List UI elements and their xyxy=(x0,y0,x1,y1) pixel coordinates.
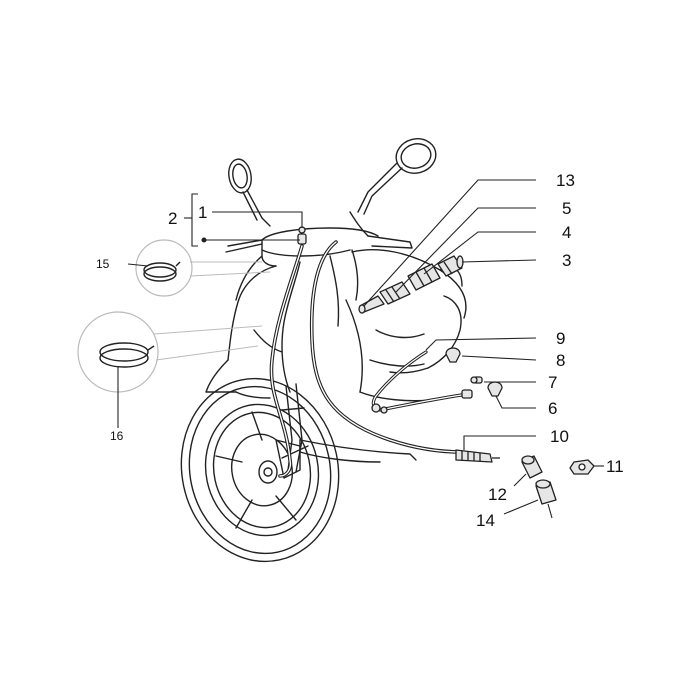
seat-rear-body xyxy=(351,249,467,374)
part-14-bushing xyxy=(535,479,557,505)
part-7-pin xyxy=(470,376,483,384)
callout-12: 12 xyxy=(488,485,507,504)
callout-7: 7 xyxy=(548,373,558,392)
callout-4: 4 xyxy=(562,223,572,242)
part-4-nut xyxy=(407,263,441,291)
callout-15: 15 xyxy=(96,257,110,271)
right-mirror xyxy=(357,138,437,215)
callout-11: 11 xyxy=(606,457,624,476)
part-1-cable-nipple xyxy=(297,226,307,245)
leader-3 xyxy=(461,259,537,263)
callout-1: 1 xyxy=(198,203,208,222)
leader-13 xyxy=(363,179,536,307)
leader-10 xyxy=(463,435,536,450)
leader-1 xyxy=(212,211,303,228)
leader-8 xyxy=(461,355,537,361)
brake-cable xyxy=(269,244,304,478)
leader-6 xyxy=(495,395,536,409)
callout-6: 6 xyxy=(548,399,558,418)
part-5-adjuster xyxy=(379,281,411,305)
part-12-connector xyxy=(521,455,543,479)
callout-10: 10 xyxy=(550,427,569,446)
leader-4 xyxy=(423,231,536,275)
callout-14: 14 xyxy=(476,511,495,530)
callout-9: 9 xyxy=(556,329,566,348)
callout-2: 2 xyxy=(168,209,178,228)
extra-pointer xyxy=(547,503,553,519)
callout-16: 16 xyxy=(110,429,124,443)
part-8-clip xyxy=(445,347,461,363)
leader-9 xyxy=(425,337,537,351)
part-6-clip xyxy=(487,381,503,397)
inset-detail-15 xyxy=(135,239,271,297)
leader-14 xyxy=(503,499,539,515)
leader-lines xyxy=(117,179,604,519)
callout-5: 5 xyxy=(562,199,572,218)
scooter-illustration xyxy=(180,138,467,563)
left-mirror xyxy=(228,158,271,227)
front-wheel xyxy=(180,377,340,563)
part-11-nut xyxy=(569,459,595,475)
bracket-2 xyxy=(191,193,198,247)
parts xyxy=(297,226,595,505)
part-10-adjuster xyxy=(455,449,500,463)
cable-tie-small xyxy=(143,261,181,282)
leader-5 xyxy=(395,207,536,293)
leader-12 xyxy=(513,473,527,487)
callout-13: 13 xyxy=(556,171,575,190)
leader-15 xyxy=(127,263,149,267)
throttle-cable xyxy=(309,240,464,454)
handlebar xyxy=(225,211,413,267)
part-13-ferrule xyxy=(358,295,385,314)
callout-3: 3 xyxy=(562,251,572,270)
inset-detail-16 xyxy=(77,311,263,393)
callout-8: 8 xyxy=(556,351,566,370)
cable-tie-large xyxy=(99,342,155,368)
speedo-cable-end-fitting xyxy=(371,389,473,414)
